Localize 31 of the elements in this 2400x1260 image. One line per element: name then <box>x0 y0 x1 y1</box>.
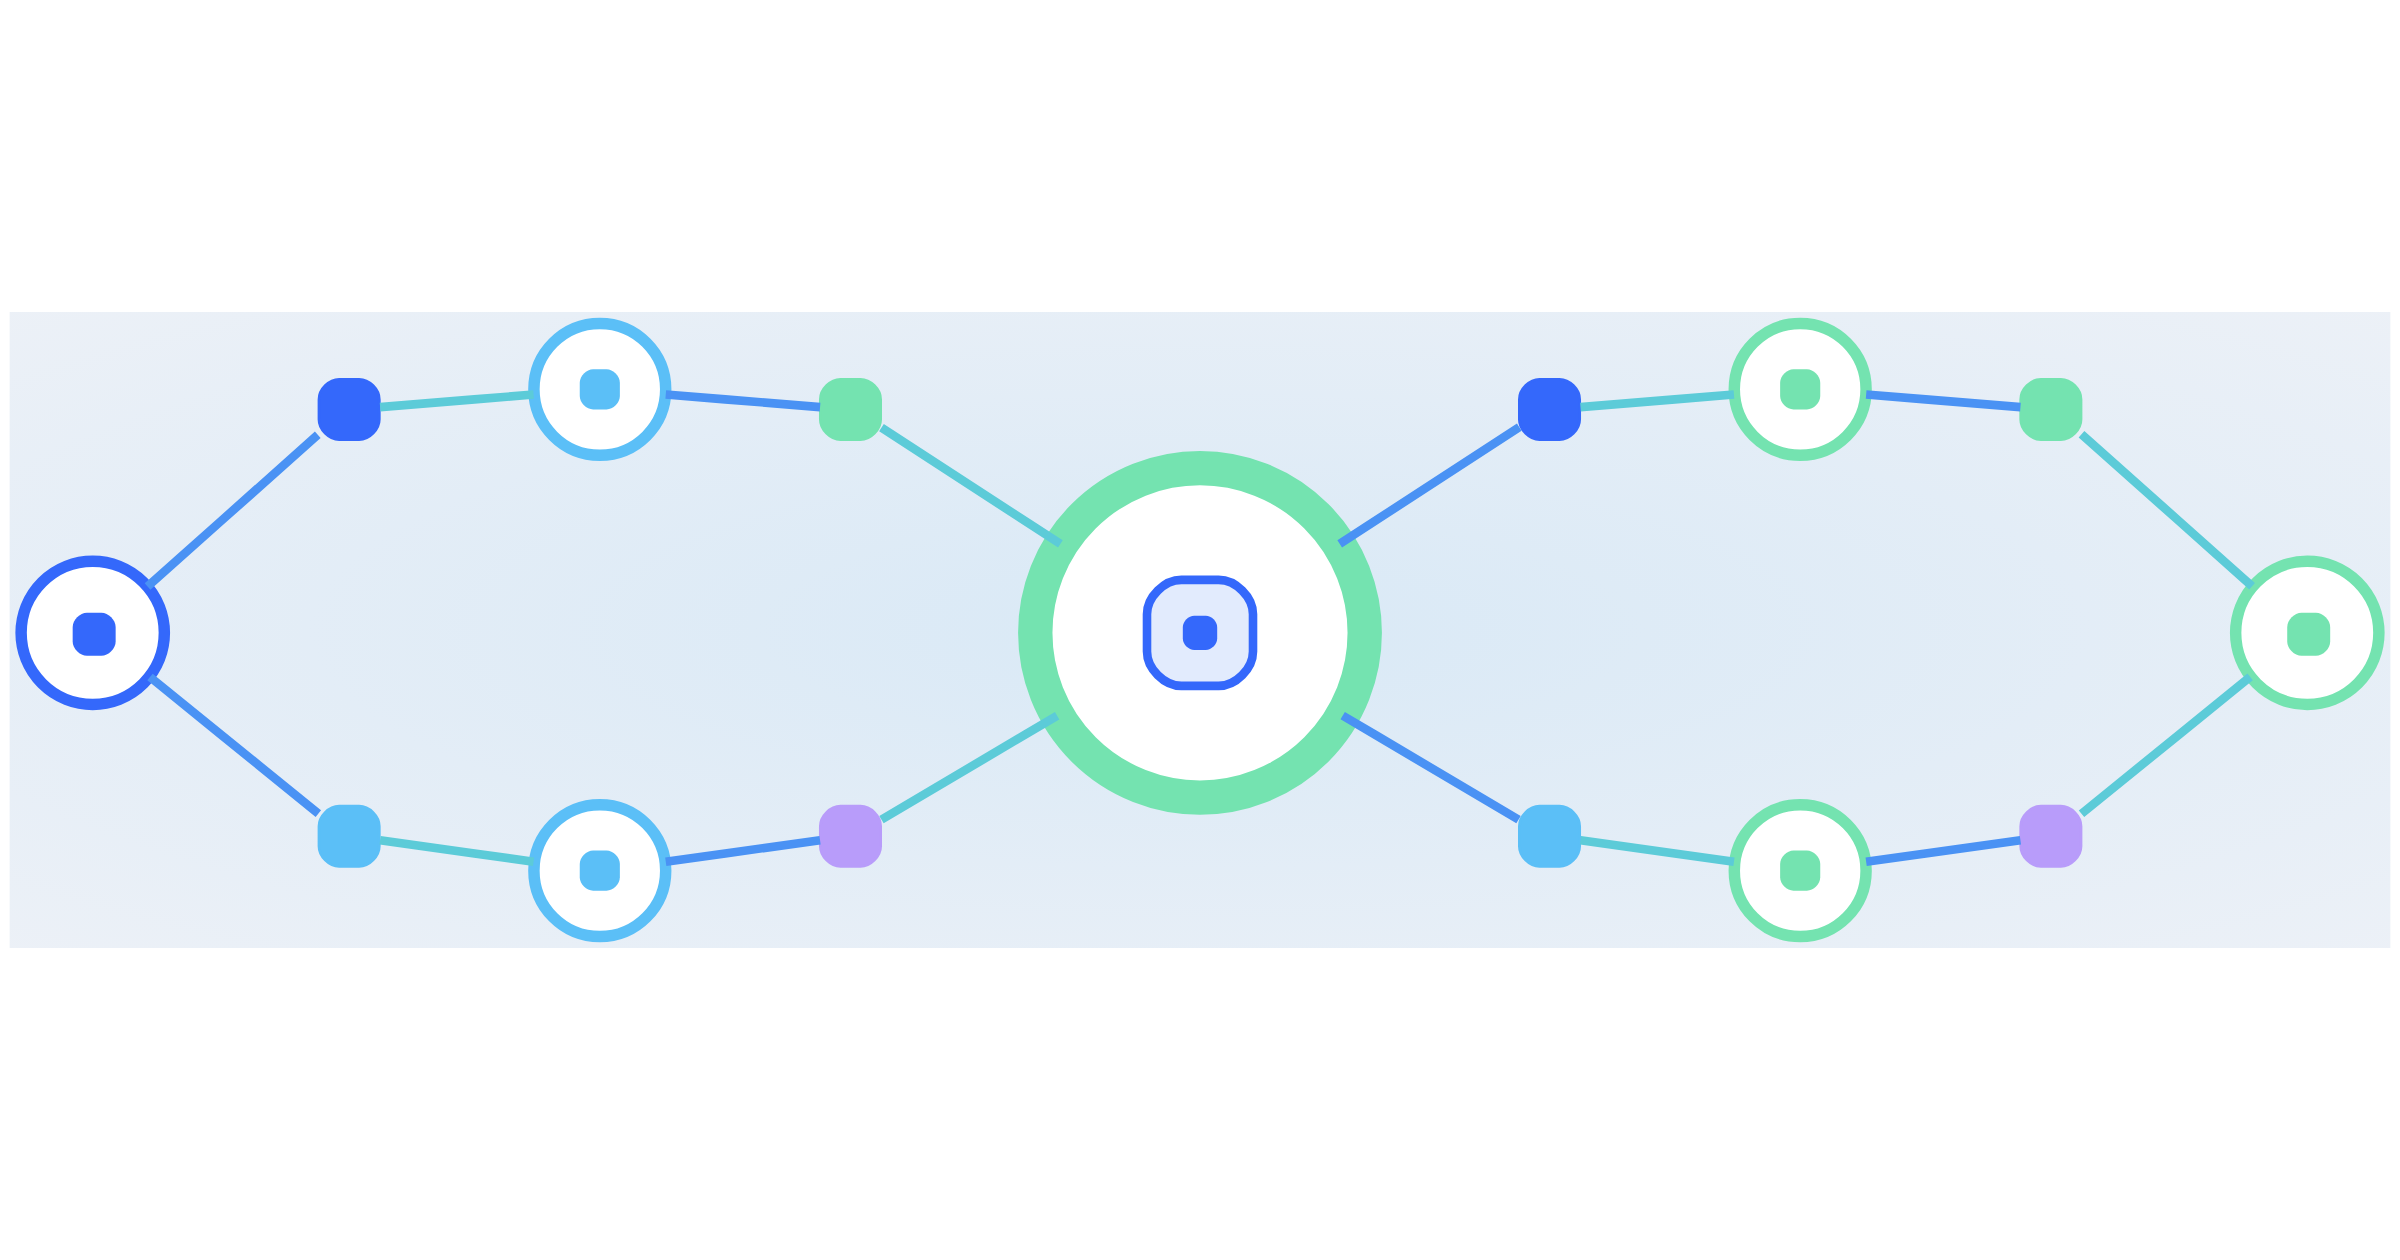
connector <box>879 424 1063 548</box>
connector <box>665 390 821 412</box>
node-circle <box>2229 555 2385 711</box>
node-circle <box>1728 799 1872 943</box>
connector <box>1865 390 2021 412</box>
node-box <box>819 804 882 868</box>
node-circle <box>1728 317 1872 461</box>
connector <box>665 835 821 867</box>
node-box <box>1518 377 1581 441</box>
connector <box>147 673 322 817</box>
connector <box>1340 711 1521 824</box>
connector <box>2078 431 2255 590</box>
node-circle <box>528 799 672 943</box>
connector <box>1865 835 2022 867</box>
node-circle <box>1018 450 1382 815</box>
node-box <box>317 804 381 868</box>
connector <box>1579 835 1735 867</box>
connector <box>879 712 1060 824</box>
node-box <box>2019 377 2083 441</box>
connector <box>2078 673 2253 818</box>
node-circle <box>15 555 171 711</box>
connector <box>1580 390 1735 412</box>
node-circle <box>528 317 672 461</box>
connector <box>379 835 535 867</box>
node-box <box>2019 804 2083 868</box>
connector <box>144 431 321 590</box>
node-box <box>317 377 381 441</box>
node-box <box>819 377 882 441</box>
connector <box>1337 423 1522 548</box>
connector <box>379 390 534 412</box>
node-box <box>1518 804 1581 868</box>
